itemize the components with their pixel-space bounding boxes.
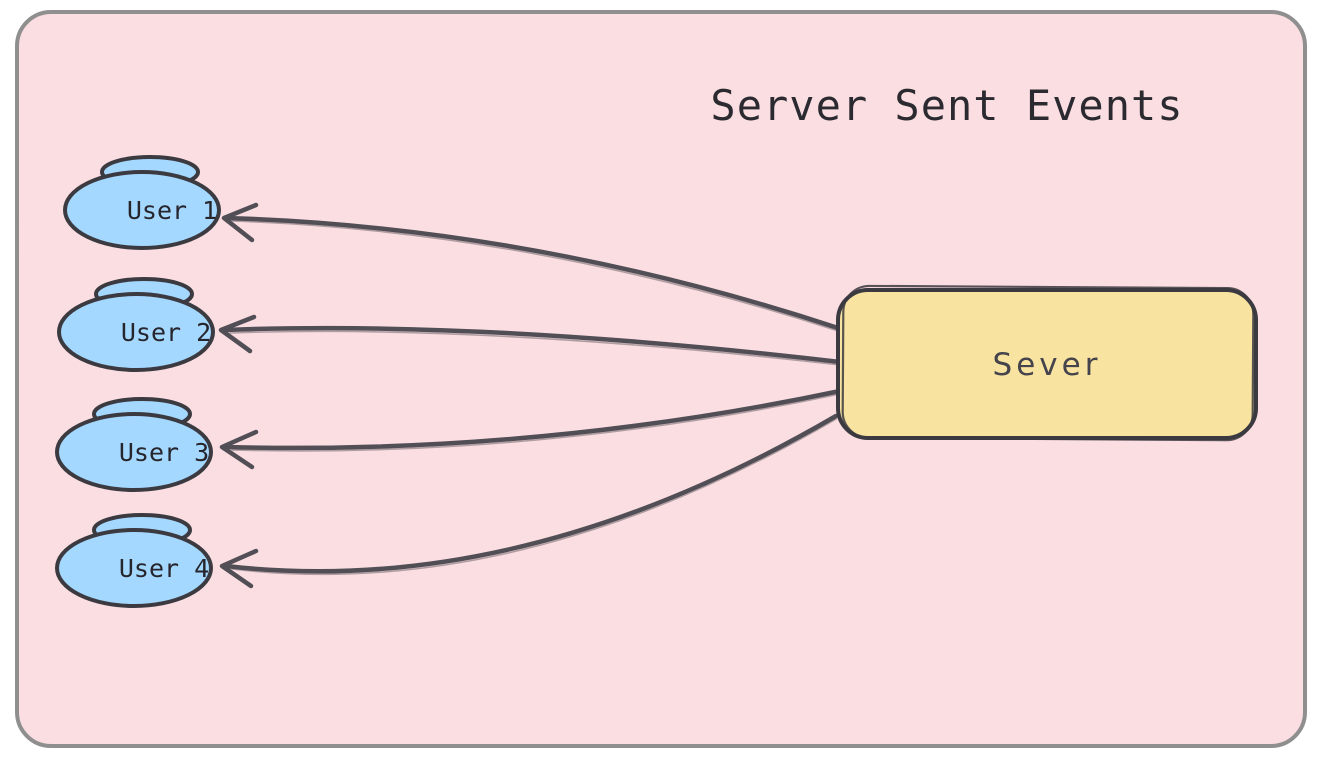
server-node: Sever [836,284,1258,442]
connector-line [223,413,839,574]
user-node-2: User 2 [57,277,215,372]
arrowhead-icon [221,202,259,243]
arrowhead-icon [219,429,259,470]
arrowhead-icon [218,314,257,354]
server-label: Sever [993,347,1102,383]
user-label: User 4 [119,554,209,583]
connector-sketch-line [231,418,837,576]
arrowhead-icon [219,548,259,589]
user-label: User 2 [121,318,211,347]
user-body-ellipse [63,170,221,250]
diagram-title: Server Sent Events [710,81,1183,130]
user-label: User 1 [127,196,217,225]
connector-line [223,215,841,331]
user-node-4: User 4 [55,513,213,608]
connector-sketch-line [229,330,841,366]
connector-sketch-line [231,393,841,452]
arrow-server-to-user-4 [219,413,839,589]
connector-line [223,388,843,451]
arrow-server-to-user-3 [219,388,843,470]
user-node-3: User 3 [55,397,213,492]
arrow-server-to-user-2 [218,314,843,366]
diagram-frame [15,10,1307,748]
user-label: User 3 [119,438,209,467]
connector-line [221,325,843,365]
user-body-ellipse [55,528,213,608]
user-node-1: User 1 [63,155,221,250]
user-body-ellipse [55,412,213,492]
connector-sketch-line [231,220,839,332]
user-body-ellipse [57,292,215,372]
arrow-server-to-user-1 [221,202,841,332]
server-box-sketch-outline [841,284,1255,442]
